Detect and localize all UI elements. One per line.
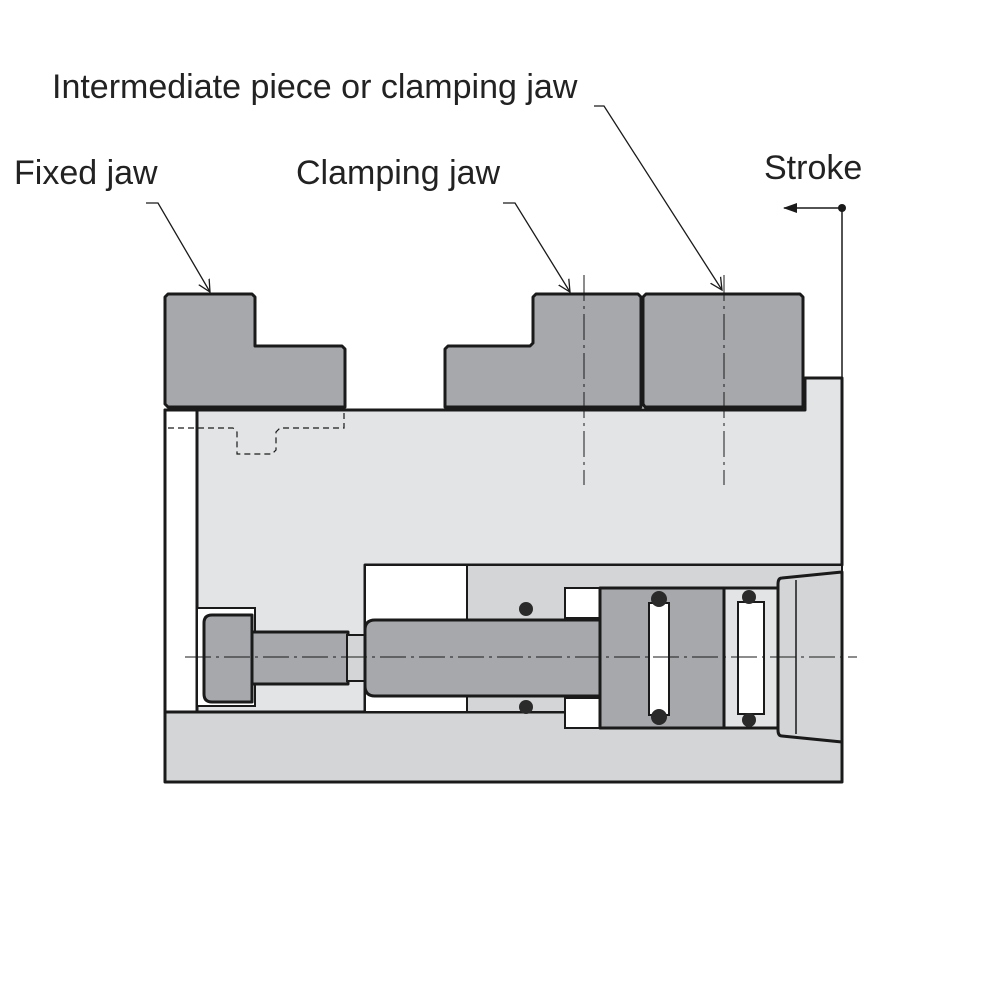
label-stroke: Stroke (764, 149, 862, 187)
fixed-jaw (163, 292, 347, 409)
end-insert (163, 408, 199, 714)
intermediate-piece (641, 292, 805, 409)
cavity-lower (564, 697, 601, 729)
cap-seal-lower (742, 713, 756, 727)
end-cap-groove (737, 601, 765, 715)
label-clamping-jaw: Clamping jaw (296, 154, 501, 192)
rod-seal-upper (519, 602, 533, 616)
piston-seal-upper (651, 591, 667, 607)
leader-clamping-jaw (503, 202, 570, 292)
screw-shoulder (346, 634, 366, 682)
leader-fixed-jaw (146, 202, 210, 292)
leader-intermediate (594, 105, 722, 290)
piston-rod (363, 618, 602, 698)
rod-seal-lower (519, 700, 533, 714)
piston-groove (648, 602, 670, 716)
label-fixed-jaw: Fixed jaw (14, 154, 158, 192)
cap-seal-upper (742, 590, 756, 604)
screw-shank (250, 630, 350, 686)
cavity-upper (564, 587, 601, 619)
screw-head (202, 613, 254, 704)
piston-seal-lower (651, 709, 667, 725)
clamping-jaw (443, 292, 643, 409)
fixed-jaw-hidden-key (168, 410, 345, 455)
label-intermediate-piece: Intermediate piece or clamping jaw (52, 68, 578, 106)
